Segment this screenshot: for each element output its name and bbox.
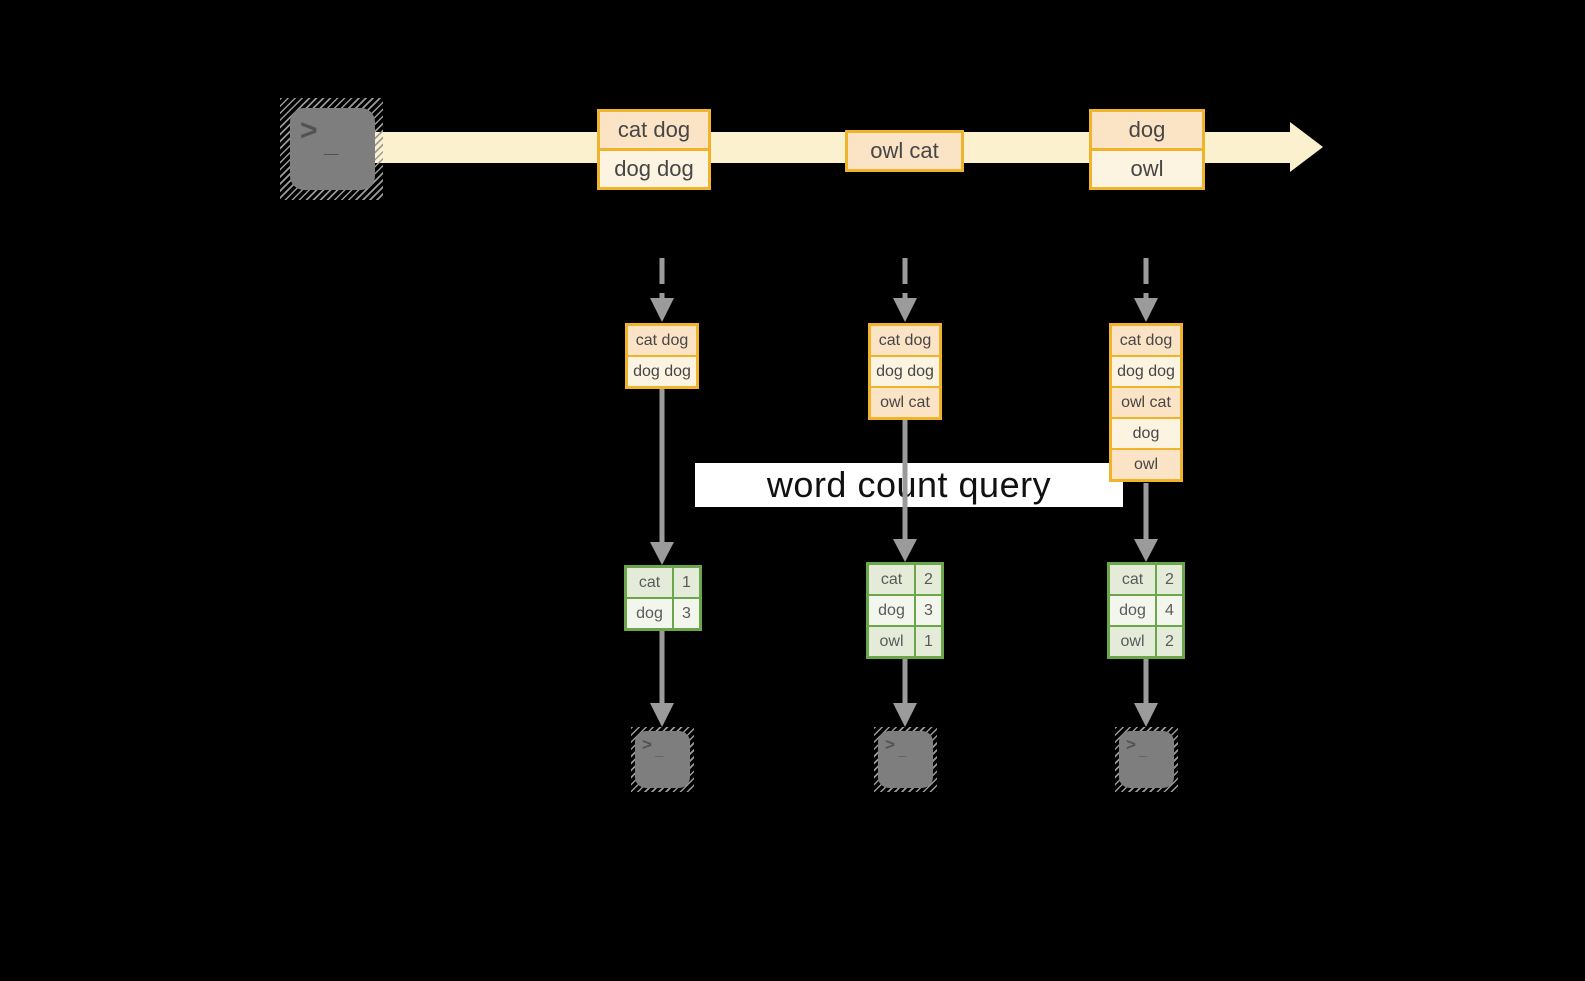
count-value-cell: 3 — [916, 596, 941, 625]
count-value-cell: 3 — [674, 599, 699, 628]
prompt-chevron-glyph: > — [1126, 735, 1136, 754]
prompt-chevron-glyph: > — [885, 735, 895, 754]
terminal-screen: > _ — [290, 108, 375, 190]
prompt-underscore-glyph: _ — [324, 128, 339, 158]
count-value-cell: 1 — [916, 627, 941, 656]
stream-record-box: dog owl — [1089, 109, 1205, 190]
stream-record-box: cat dog dog dog — [597, 109, 711, 190]
count-row: owl 2 — [1110, 627, 1182, 656]
prompt-underscore-glyph: _ — [898, 742, 907, 759]
record-row: owl cat — [848, 133, 961, 169]
dashed-arrow — [650, 258, 1158, 322]
record-row: owl — [1092, 151, 1202, 187]
count-word-cell: owl — [1110, 627, 1155, 656]
count-word-cell: dog — [627, 599, 672, 628]
prompt-underscore-glyph: _ — [1139, 742, 1148, 759]
count-row: owl 1 — [869, 627, 941, 656]
buffer-row: cat dog — [628, 326, 696, 355]
terminal-screen: > _ — [878, 731, 933, 788]
count-value-cell: 4 — [1157, 596, 1182, 625]
source-terminal-icon: > _ — [280, 98, 383, 200]
count-word-cell: cat — [1110, 565, 1155, 594]
query-label-band: word count query — [695, 463, 1123, 507]
record-row: dog — [1092, 112, 1202, 148]
count-row: cat 2 — [1110, 565, 1182, 594]
query-label: word count query — [766, 464, 1052, 505]
buffer-row: cat dog — [1112, 326, 1180, 355]
buffer-row: dog dog — [871, 357, 939, 386]
stream-record-box: owl cat — [845, 130, 964, 172]
count-word-cell: cat — [869, 565, 914, 594]
count-value-cell: 1 — [674, 568, 699, 597]
consumer-buffer-box: cat dog dog dog owl cat — [868, 323, 942, 420]
table-to-terminal-arrow — [650, 630, 1158, 727]
stream-arrowhead-icon — [1290, 122, 1323, 172]
count-row: cat 1 — [627, 568, 699, 597]
record-row: dog dog — [600, 151, 708, 187]
count-table: cat 1 dog 3 — [624, 565, 702, 631]
buffer-row: dog dog — [1112, 357, 1180, 386]
count-row: dog 3 — [627, 599, 699, 628]
buffer-row: cat dog — [871, 326, 939, 355]
buffer-row: owl cat — [1112, 388, 1180, 417]
count-word-cell: dog — [869, 596, 914, 625]
record-row: cat dog — [600, 112, 708, 148]
consumer-buffer-box: cat dog dog dog — [625, 323, 699, 389]
consumer-terminal-icon: > _ — [631, 727, 694, 792]
terminal-screen: > _ — [635, 731, 690, 788]
buffer-row: owl — [1112, 450, 1180, 479]
count-word-cell: owl — [869, 627, 914, 656]
prompt-chevron-glyph: > — [300, 114, 318, 147]
buffer-row: owl cat — [871, 388, 939, 417]
count-value-cell: 2 — [916, 565, 941, 594]
buffer-to-table-arrow — [650, 387, 1158, 565]
buffer-row: dog dog — [628, 357, 696, 386]
prompt-underscore-glyph: _ — [655, 742, 664, 759]
count-row: dog 4 — [1110, 596, 1182, 625]
count-table: cat 2 dog 4 owl 2 — [1107, 562, 1185, 659]
count-word-cell: dog — [1110, 596, 1155, 625]
count-value-cell: 2 — [1157, 565, 1182, 594]
buffer-row: dog — [1112, 419, 1180, 448]
count-value-cell: 2 — [1157, 627, 1182, 656]
prompt-chevron-glyph: > — [642, 735, 652, 754]
count-table: cat 2 dog 3 owl 1 — [866, 562, 944, 659]
consumer-terminal-icon: > _ — [874, 727, 937, 792]
count-word-cell: cat — [627, 568, 672, 597]
consumer-terminal-icon: > _ — [1115, 727, 1178, 792]
count-row: dog 3 — [869, 596, 941, 625]
consumer-buffer-box: cat dog dog dog owl cat dog owl — [1109, 323, 1183, 482]
terminal-screen: > _ — [1119, 731, 1174, 788]
count-row: cat 2 — [869, 565, 941, 594]
